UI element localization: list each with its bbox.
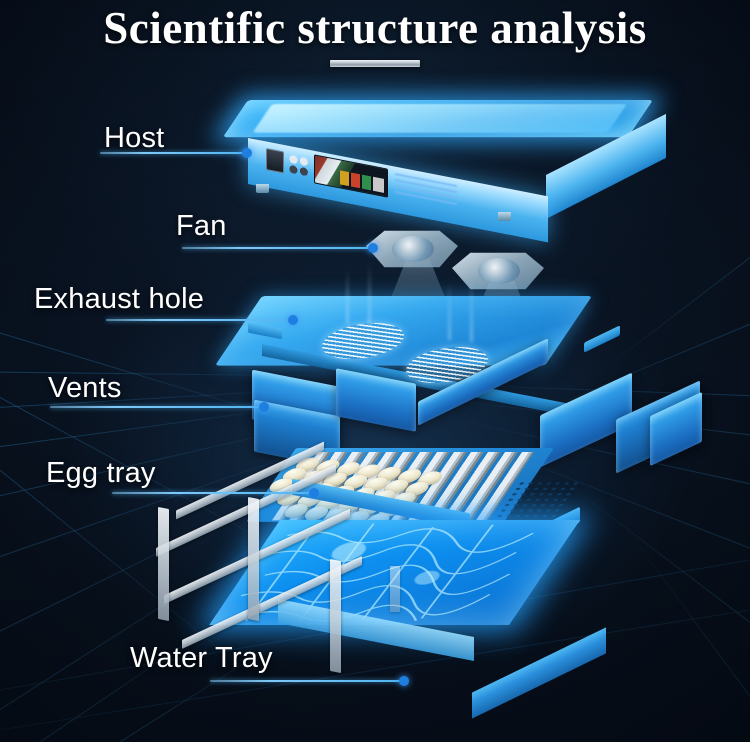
label-egg-tray: Egg tray	[46, 457, 156, 489]
leader-dot-vents	[259, 402, 269, 412]
page-title: Scientific structure analysis	[103, 3, 647, 53]
label-vents: Vents	[48, 372, 122, 404]
leader-line-water-tray	[210, 676, 409, 686]
clear-tray-post-mid	[248, 496, 259, 622]
leader-line-host	[100, 148, 252, 158]
leader-line-vents	[50, 402, 269, 412]
airflow-wisp-1	[346, 268, 349, 324]
clear-tray-post-left	[158, 506, 169, 622]
leader-line-fan	[182, 243, 378, 253]
title-divider-bar	[330, 60, 420, 67]
leader-line-exhaust-hole	[106, 315, 298, 325]
host-foot-left	[256, 184, 269, 193]
leader-dot-host	[242, 148, 252, 158]
label-host: Host	[104, 122, 165, 154]
component-host	[222, 100, 666, 243]
leader-line-egg-tray	[112, 488, 319, 498]
airflow-wisp-4	[470, 276, 473, 342]
leader-dot-fan	[368, 243, 378, 253]
airflow-wisp-2	[368, 262, 371, 326]
label-fan: Fan	[176, 210, 227, 242]
host-foot-right	[498, 212, 511, 221]
component-exhaust-plate	[215, 262, 637, 421]
leader-dot-egg-tray	[309, 488, 319, 498]
water-level-tube	[390, 566, 400, 612]
fan-module-right	[452, 252, 544, 290]
label-exhaust-hole: Exhaust hole	[34, 283, 205, 315]
fan-module-left	[366, 230, 458, 268]
airflow-wisp-3	[448, 282, 451, 340]
leader-dot-exhaust-hole	[288, 315, 298, 325]
label-water-tray: Water Tray	[130, 642, 273, 674]
clear-tray-post-right	[330, 558, 341, 674]
leader-dot-water-tray	[399, 676, 409, 686]
component-water-tray	[209, 520, 680, 719]
